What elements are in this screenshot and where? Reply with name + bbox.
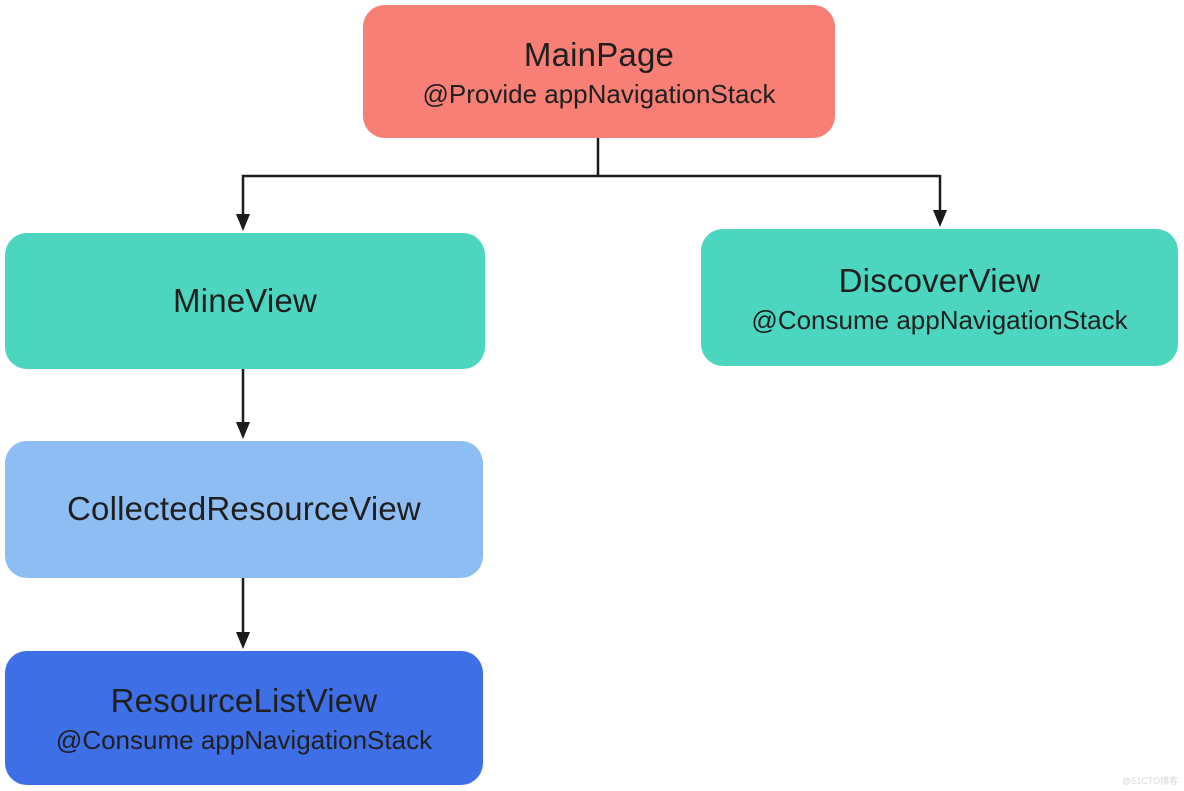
node-mineview-title: MineView xyxy=(172,281,318,319)
watermark: @51CTO博客 xyxy=(1122,776,1178,786)
node-discoverview: DiscoverView @Consume appNavigationStack xyxy=(701,229,1178,366)
arrowhead-discoverview xyxy=(933,210,947,227)
node-mainpage: MainPage @Provide appNavigationStack xyxy=(363,5,835,138)
node-collectedresourceview: CollectedResourceView xyxy=(5,441,483,578)
node-mainpage-title: MainPage xyxy=(523,35,675,73)
node-resourcelistview-subtitle: @Consume appNavigationStack xyxy=(55,725,433,756)
arrowhead-collectedresourceview xyxy=(236,422,250,439)
node-mainpage-subtitle: @Provide appNavigationStack xyxy=(422,78,776,109)
node-resourcelistview-title: ResourceListView xyxy=(110,682,378,720)
node-mineview: MineView xyxy=(5,233,485,369)
node-discoverview-subtitle: @Consume appNavigationStack xyxy=(751,304,1128,335)
node-resourcelistview: ResourceListView @Consume appNavigationS… xyxy=(5,651,483,785)
node-discoverview-title: DiscoverView xyxy=(838,261,1041,299)
node-collectedresourceview-title: CollectedResourceView xyxy=(67,490,421,528)
arrowhead-resourcelistview xyxy=(236,632,250,649)
arrowhead-mineview xyxy=(236,214,250,231)
